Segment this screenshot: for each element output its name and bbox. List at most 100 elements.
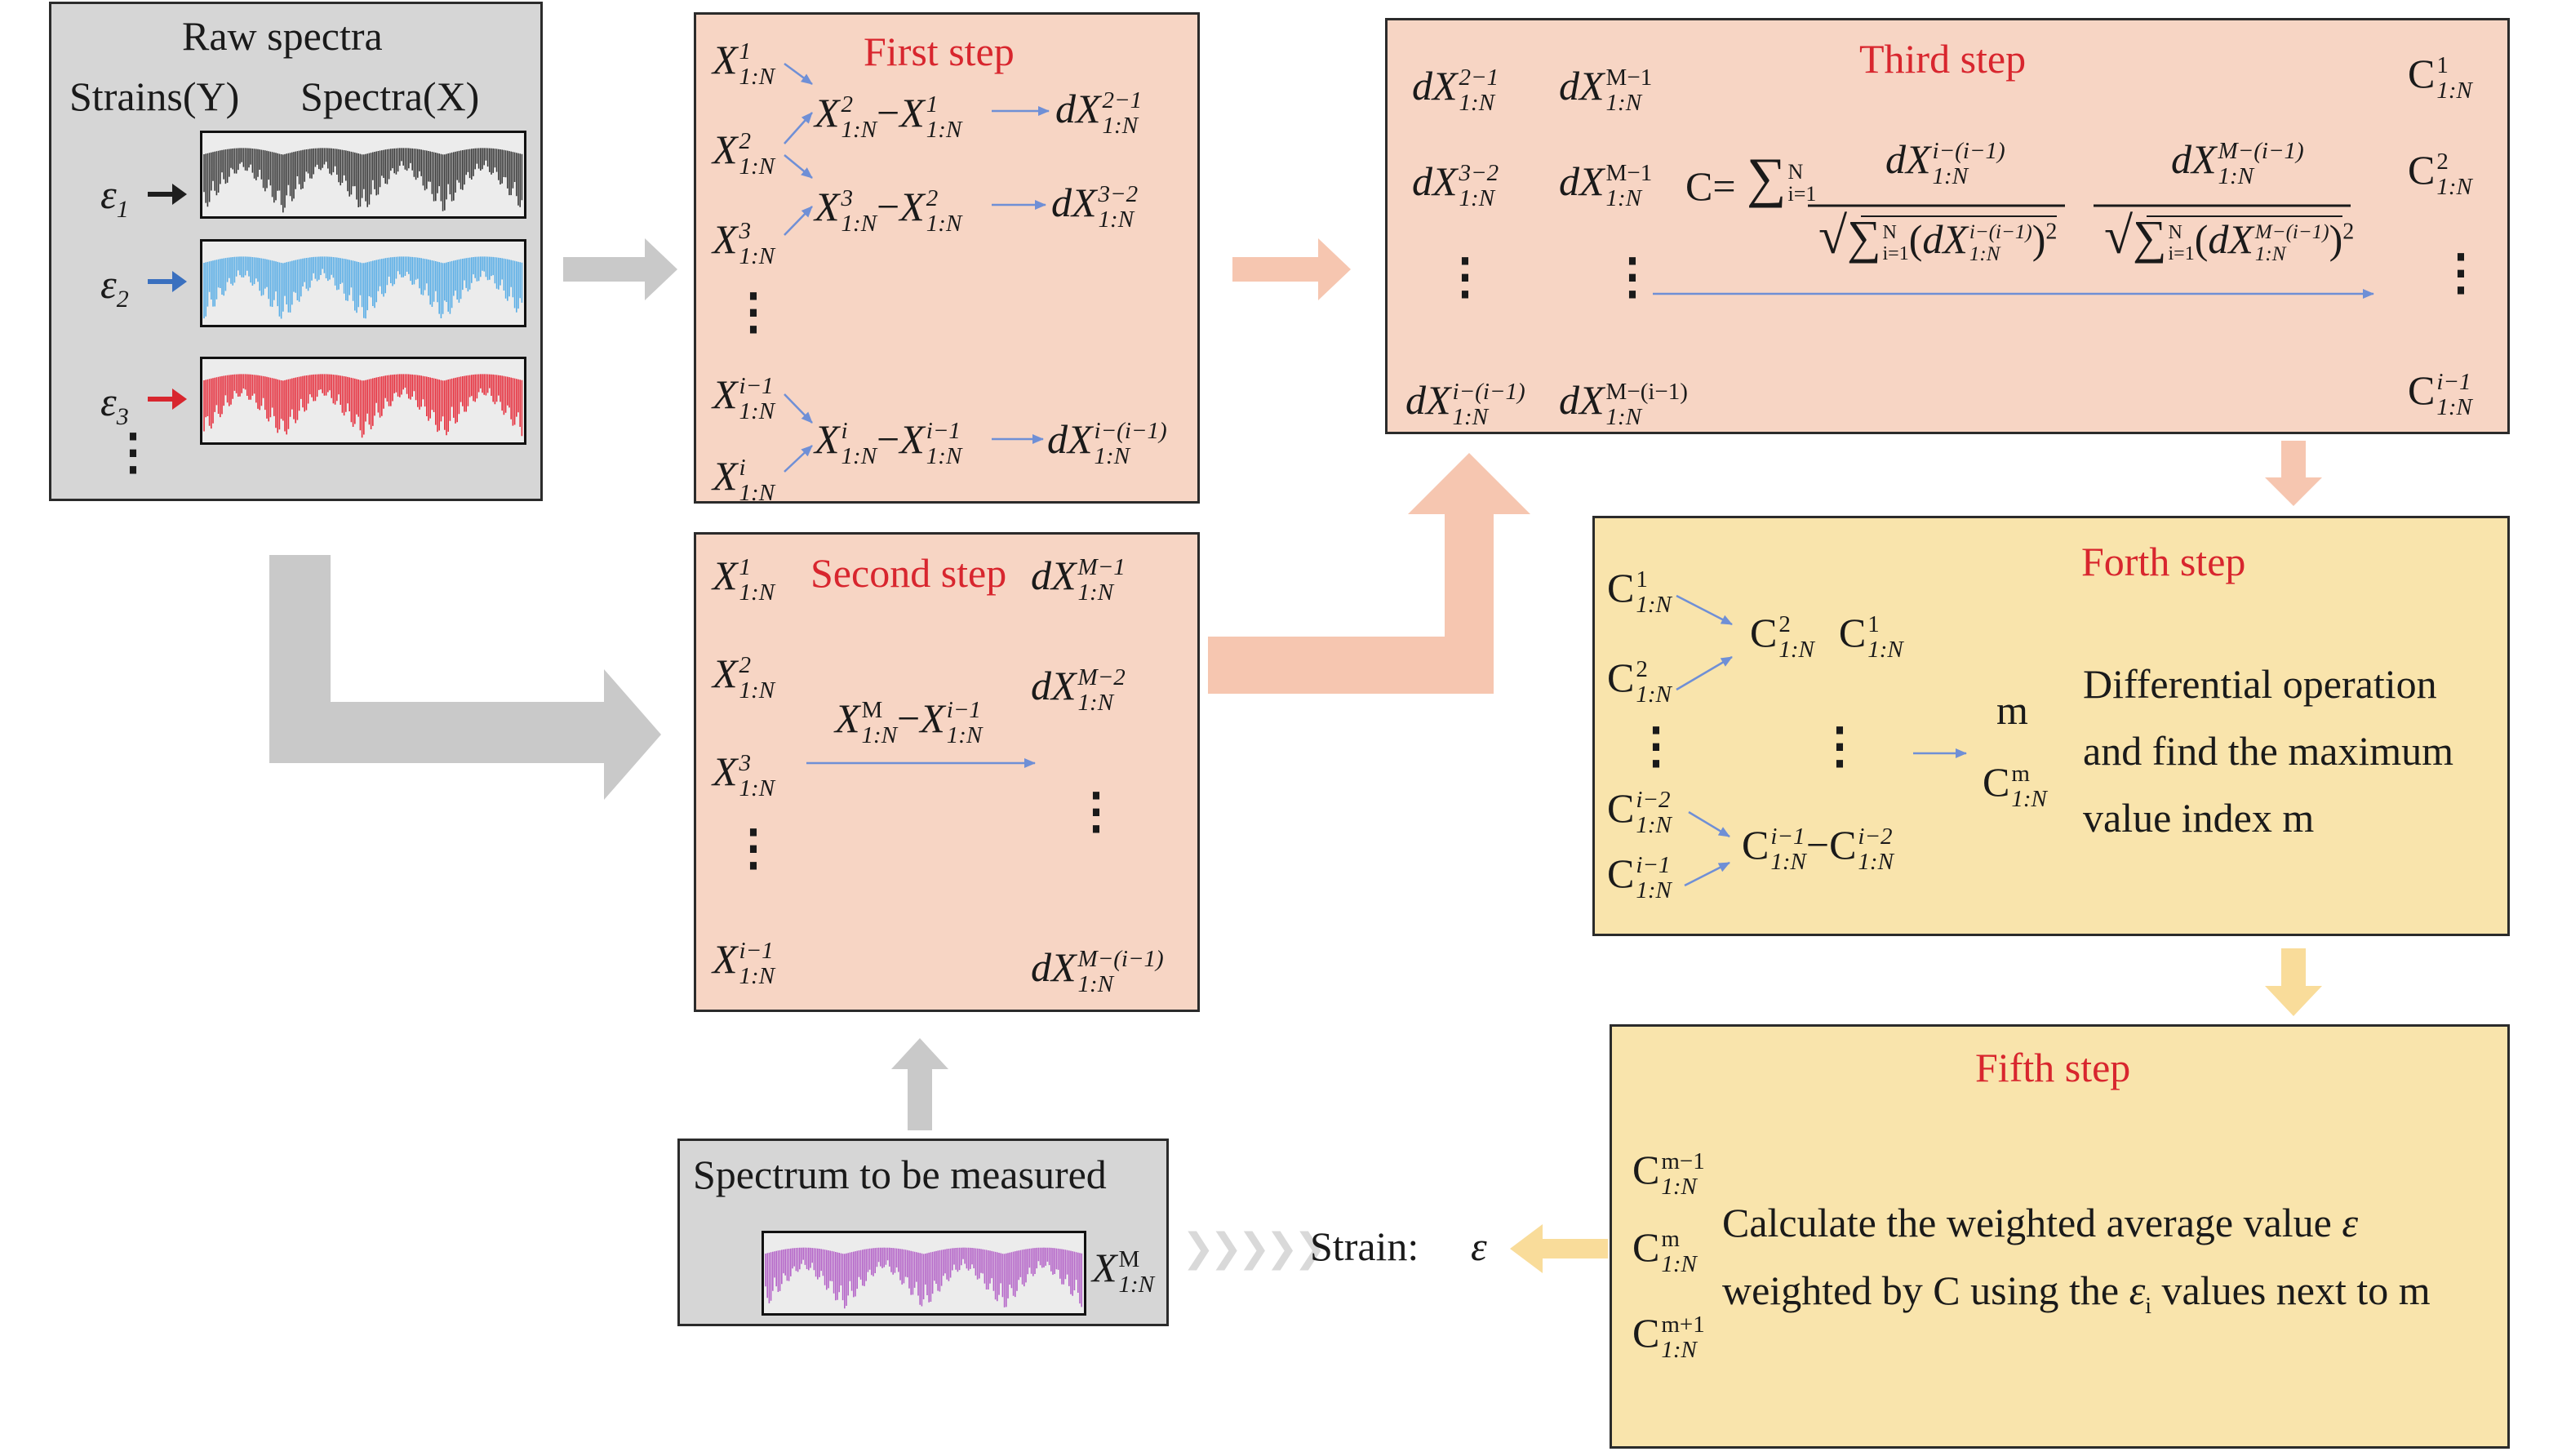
spectrum-blue-plot (203, 256, 523, 319)
epsilon-3-label: ε3 (100, 379, 129, 430)
strains-label: Strains(Y) (69, 73, 240, 119)
measure-title: Spectrum to be measured (693, 1152, 1107, 1197)
red-arrow-icon (148, 388, 187, 410)
raw-spectra-panel: Raw spectra Strains(Y) Spectra(X) ε1 ε2 … (49, 2, 543, 501)
spectrum-red (200, 357, 526, 445)
arrow-fifth-to-strain (1510, 1224, 1608, 1273)
third-formula-lhs: C= (1685, 163, 1736, 209)
forth-desc-3: value index m (2083, 795, 2315, 841)
forth-desc-1: Differential operation (2083, 661, 2437, 707)
arrow-second-to-third (1208, 453, 1530, 694)
forth-desc-2: and find the maximum (2083, 728, 2454, 774)
strain-arrows (148, 184, 187, 410)
third-step-title: Third step (1859, 36, 2027, 82)
second-step-thin-arrow (806, 758, 1036, 768)
first-step-title: First step (864, 29, 1015, 74)
strain-symbol: ε (1471, 1223, 1487, 1269)
spectra-label: Spectra(X) (300, 73, 480, 119)
third-step-lines (1653, 204, 2374, 299)
arrow-forth-to-fifth (2265, 948, 2322, 1016)
spectrum-red-plot (203, 374, 523, 438)
epsilon-1-label: ε1 (100, 171, 129, 223)
spectrum-purple (762, 1231, 1086, 1316)
spectrum-trace (203, 256, 523, 319)
strain-label: Strain: (1310, 1223, 1419, 1269)
blue-arrow-icon (148, 271, 187, 292)
spectrum-trace (203, 148, 523, 213)
second-step-title: Second step (810, 550, 1007, 596)
arrow-first-to-third (1232, 238, 1351, 300)
spectrum-purple-plot (765, 1247, 1082, 1309)
raw-more-dots: ⋮ (109, 425, 158, 479)
forth-step-thin-arrows (1676, 594, 1967, 887)
forth-step-title: Forth step (2081, 539, 2246, 584)
spectrum-black (200, 131, 526, 219)
fifth-line-2: weighted by C using the εi values next t… (1722, 1267, 2431, 1319)
spectrum-blue (200, 239, 526, 327)
first-step-thin-arrows (784, 62, 1050, 473)
spectrum-black-plot (203, 148, 523, 213)
epsilon-2-label: ε2 (100, 261, 129, 313)
spectrum-trace (765, 1247, 1082, 1309)
arrow-measure-to-second (891, 1038, 948, 1130)
forth-m-label: m (1996, 687, 2028, 733)
raw-spectra-title: Raw spectra (182, 13, 383, 59)
fifth-step-title: Fifth step (1975, 1045, 2131, 1090)
arrow-third-to-forth (2265, 441, 2322, 506)
chevron-trail: ❯❯❯❯❯ (1182, 1225, 1326, 1271)
arrow-raw-to-first (563, 238, 677, 300)
black-arrow-icon (148, 184, 187, 205)
fifth-line-1: Calculate the weighted average value ε (1722, 1200, 2359, 1245)
